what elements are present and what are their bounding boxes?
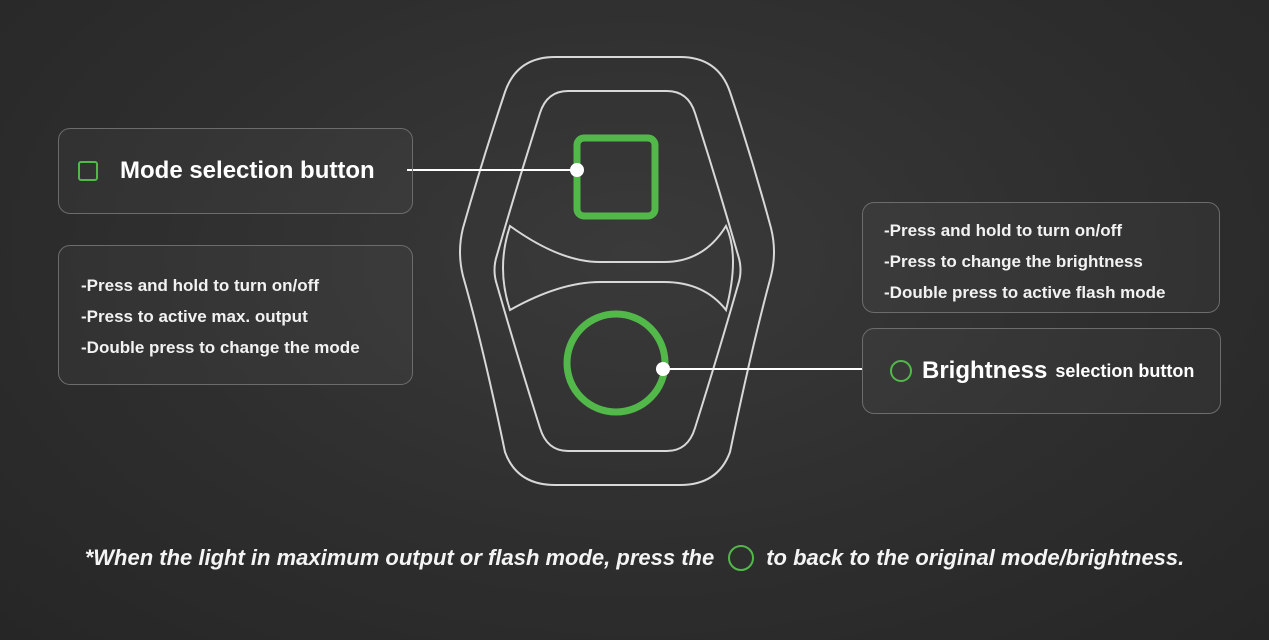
footnote-text-before: *When the light in maximum output or fla… xyxy=(84,545,715,570)
mode-leader-dot xyxy=(570,163,584,177)
mode-instruction-line: -Press and hold to turn on/off xyxy=(81,276,319,295)
brightness-instruction-line: -Press and hold to turn on/off xyxy=(884,221,1122,240)
device-divider-shape xyxy=(502,223,734,313)
brightness-instructions-box: -Press and hold to turn on/off -Press to… xyxy=(862,202,1220,313)
circle-outline-icon xyxy=(890,360,912,382)
brightness-instruction-line: -Double press to active flash mode xyxy=(884,283,1166,302)
footnote: *When the light in maximum output or fla… xyxy=(0,540,1269,576)
device-inner-outline xyxy=(493,90,742,452)
device-outer-outline xyxy=(459,56,775,486)
brightness-instruction-line: -Press to change the brightness xyxy=(884,252,1143,271)
brightness-leader-dot xyxy=(656,362,670,376)
brightness-selection-callout: Brightness selection button xyxy=(862,328,1221,414)
mode-instruction-line: -Double press to change the mode xyxy=(81,338,360,357)
mode-instructions-box: -Press and hold to turn on/off -Press to… xyxy=(58,245,413,385)
mode-button-square xyxy=(573,134,659,220)
square-outline-icon xyxy=(78,161,98,181)
footnote-text-after: to back to the original mode/brightness. xyxy=(766,545,1185,570)
mode-selection-title: Mode selection button xyxy=(120,157,375,184)
brightness-title-main: Brightness xyxy=(922,357,1048,384)
mode-selection-callout: Mode selection button xyxy=(58,128,413,214)
circle-outline-icon xyxy=(728,545,755,571)
brightness-title-sub: selection button xyxy=(1055,360,1195,381)
mode-instruction-line: -Press to active max. output xyxy=(81,307,308,326)
brightness-button-circle xyxy=(563,310,669,416)
